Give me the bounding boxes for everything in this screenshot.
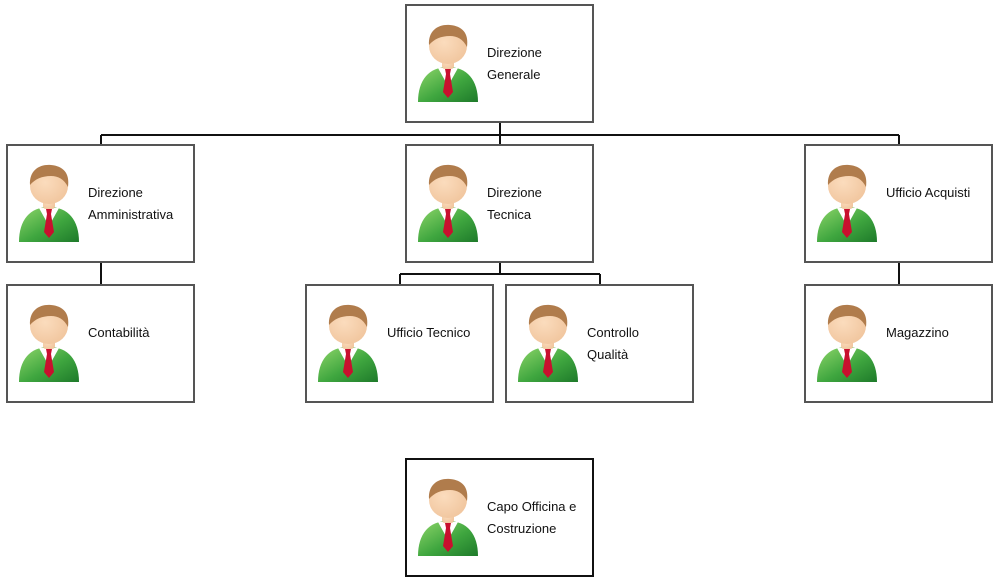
- node-label-line: Direzione: [487, 45, 542, 60]
- node-label-line: Direzione: [88, 185, 143, 200]
- node-label-line: Contabilità: [88, 325, 150, 340]
- node-label-line: Capo Officina e: [487, 499, 577, 514]
- node-label: Capo Officina e Costruzione: [487, 496, 591, 540]
- node-direzione-generale: Direzione Generale: [405, 4, 594, 123]
- node-label-line: Costruzione: [487, 521, 557, 536]
- node-direzione-amministrativa: Direzione Amministrativa: [6, 144, 195, 263]
- connector-direzione-tecnica-to-uffici: [399, 263, 601, 285]
- node-label-line: Ufficio Acquisti: [886, 185, 971, 200]
- person-avatar-icon: [816, 302, 878, 382]
- node-label: Contabilità: [88, 322, 192, 344]
- person-avatar-icon: [317, 302, 379, 382]
- node-label: Ufficio Acquisti: [886, 182, 990, 204]
- node-label-line: Tecnica: [487, 207, 532, 222]
- node-label-line: Qualità: [587, 347, 629, 362]
- node-label-line: Amministrativa: [88, 207, 174, 222]
- node-capo-officina: Capo Officina e Costruzione: [405, 458, 594, 577]
- person-avatar-icon: [417, 476, 479, 556]
- node-label-line: Direzione: [487, 185, 542, 200]
- person-avatar-icon: [18, 302, 80, 382]
- node-direzione-tecnica: Direzione Tecnica: [405, 144, 594, 263]
- person-avatar-icon: [417, 22, 479, 102]
- node-label-line: Magazzino: [886, 325, 949, 340]
- node-contabilita: Contabilità: [6, 284, 195, 403]
- node-label: Direzione Amministrativa: [88, 182, 192, 226]
- node-magazzino: Magazzino: [804, 284, 993, 403]
- node-label: Magazzino: [886, 322, 990, 344]
- connector-direzione-generale-to-level2: [100, 123, 900, 145]
- node-label: Controllo Qualità: [587, 322, 691, 366]
- node-label: Ufficio Tecnico: [387, 322, 491, 344]
- node-ufficio-tecnico: Ufficio Tecnico: [305, 284, 494, 403]
- person-avatar-icon: [417, 162, 479, 242]
- node-label-line: Controllo: [587, 325, 640, 340]
- node-label-line: Ufficio Tecnico: [387, 325, 471, 340]
- node-label: Direzione Generale: [487, 42, 591, 86]
- person-avatar-icon: [517, 302, 579, 382]
- node-label-line: Generale: [487, 67, 541, 82]
- person-avatar-icon: [816, 162, 878, 242]
- person-avatar-icon: [18, 162, 80, 242]
- node-label: Direzione Tecnica: [487, 182, 591, 226]
- node-ufficio-acquisti: Ufficio Acquisti: [804, 144, 993, 263]
- node-controllo-qualita: Controllo Qualità: [505, 284, 694, 403]
